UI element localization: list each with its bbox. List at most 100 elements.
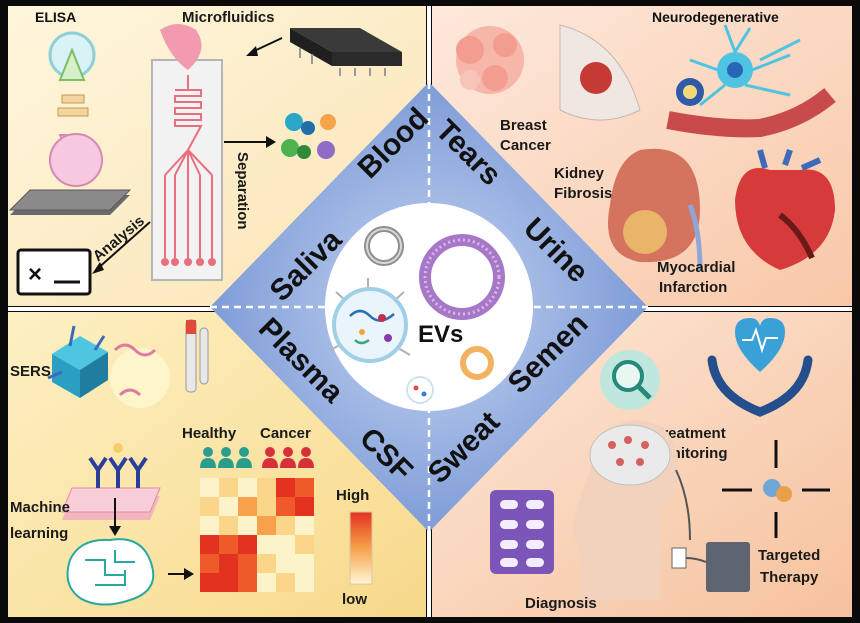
heatmap-color-scale bbox=[349, 511, 373, 585]
person-icon bbox=[283, 447, 293, 457]
heatmap-cell bbox=[295, 573, 314, 592]
person-icon bbox=[298, 458, 314, 468]
person-icon bbox=[200, 458, 216, 468]
heatmap-cell bbox=[257, 573, 276, 592]
heatmap-cell bbox=[276, 535, 295, 554]
heatmap-cell bbox=[238, 497, 257, 516]
heatmap-cell bbox=[219, 516, 238, 535]
person-icon bbox=[265, 447, 275, 457]
heatmap-cell bbox=[276, 516, 295, 535]
svg-text:×: × bbox=[28, 261, 42, 288]
elisa-illustration: ELISA bbox=[8, 9, 132, 215]
small-vesicle-orange bbox=[460, 346, 494, 380]
heatmap-cell bbox=[257, 554, 276, 573]
heatmap-cell bbox=[200, 478, 219, 497]
separated-vesicles bbox=[281, 113, 336, 159]
monitor-device-icon bbox=[671, 542, 750, 592]
healthy-label: Healthy bbox=[182, 425, 237, 442]
sers-label: SERS bbox=[10, 363, 51, 380]
breast-cancer-label-2: Cancer bbox=[500, 137, 551, 154]
person-icon bbox=[221, 447, 231, 457]
heatmap-cell bbox=[219, 497, 238, 516]
heatmap-cell bbox=[295, 478, 314, 497]
cancer-people-icons bbox=[262, 447, 314, 468]
antibody-array bbox=[61, 443, 161, 520]
magnifier-icon bbox=[600, 350, 660, 410]
heatmap-cell bbox=[238, 535, 257, 554]
microfluidic-chip bbox=[151, 24, 223, 281]
myocardial-label-2: Infarction bbox=[659, 279, 727, 296]
exosome-cargo-vesicle bbox=[329, 278, 411, 363]
heatmap-cell bbox=[219, 535, 238, 554]
targeted-label-1: Targeted bbox=[758, 547, 820, 564]
heatmap-cell bbox=[295, 554, 314, 573]
healthy-people-icons bbox=[200, 447, 252, 468]
person-icon bbox=[218, 458, 234, 468]
diagnosis-label: Diagnosis bbox=[525, 595, 597, 612]
small-vesicle-gray bbox=[364, 226, 404, 266]
ml-label-2: learning bbox=[10, 525, 68, 542]
heatmap-cell bbox=[200, 516, 219, 535]
kidney-fibrosis-label-2: Fibrosis bbox=[554, 185, 612, 202]
breast-illustration bbox=[559, 24, 641, 121]
small-cargo-vesicle bbox=[406, 376, 434, 404]
neurodegenerative-label: Neurodegenerative bbox=[652, 9, 779, 25]
person-icon bbox=[203, 447, 213, 457]
heatmap-cell bbox=[219, 478, 238, 497]
neuron-illustration bbox=[666, 24, 836, 138]
heatmap-cell bbox=[276, 573, 295, 592]
patient-head-illustration bbox=[572, 420, 691, 600]
heatmap-cell bbox=[238, 554, 257, 573]
heatmap-cell bbox=[219, 573, 238, 592]
targeted-label-2: Therapy bbox=[760, 569, 819, 586]
heatmap-cell bbox=[200, 497, 219, 516]
brain-circuit-icon bbox=[66, 538, 155, 606]
heatmap-grid bbox=[200, 478, 314, 592]
heatmap-cell bbox=[257, 497, 276, 516]
ml-label-1: Machine bbox=[10, 499, 70, 516]
treatment-label-1: Treatment bbox=[654, 425, 726, 442]
heatmap-cell bbox=[219, 554, 238, 573]
person-icon bbox=[239, 447, 249, 457]
heatmap-low-label: low bbox=[342, 591, 367, 608]
heatmap-cell bbox=[257, 478, 276, 497]
heart-illustration bbox=[735, 149, 835, 270]
pill-box-icon bbox=[490, 490, 554, 574]
breast-cancer-cells-illustration bbox=[456, 26, 524, 94]
microfluidics-label: Microfluidics bbox=[182, 9, 275, 26]
ev-center-label: EVs bbox=[418, 321, 463, 348]
kidney-fibrosis-label-1: Kidney bbox=[554, 165, 605, 182]
breast-cancer-label-1: Breast bbox=[500, 117, 547, 134]
person-icon bbox=[301, 447, 311, 457]
person-icon bbox=[280, 458, 296, 468]
heatmap-cell bbox=[276, 478, 295, 497]
heatmap-cell bbox=[238, 573, 257, 592]
target-crosshair-icon bbox=[722, 440, 830, 538]
heatmap-cell bbox=[295, 535, 314, 554]
analysis-terminal-icon: × bbox=[16, 248, 92, 296]
heatmap-high-label: High bbox=[336, 487, 369, 504]
large-vesicle-purple bbox=[419, 234, 505, 320]
heatmap-cell bbox=[200, 573, 219, 592]
sers-illustration bbox=[47, 319, 209, 408]
heatmap-cell bbox=[257, 516, 276, 535]
heatmap-cell bbox=[200, 554, 219, 573]
separation-label: Separation bbox=[234, 152, 251, 230]
heatmap-cell bbox=[276, 554, 295, 573]
heatmap-cell bbox=[238, 516, 257, 535]
heatmap-cell bbox=[238, 478, 257, 497]
array-to-ml-arrowhead bbox=[109, 526, 121, 536]
microchip-icon bbox=[290, 28, 402, 76]
myocardial-label-1: Myocardial bbox=[657, 259, 735, 276]
elisa-label: ELISA bbox=[35, 9, 76, 25]
separation-arrow bbox=[224, 136, 276, 148]
person-icon bbox=[236, 458, 252, 468]
caring-heart-icon bbox=[707, 318, 813, 417]
chip-arrow bbox=[246, 37, 283, 56]
ml-to-heatmap-arrow bbox=[168, 568, 194, 580]
person-icon bbox=[262, 458, 278, 468]
kidney-illustration bbox=[608, 148, 703, 271]
heatmap-cell bbox=[257, 535, 276, 554]
heatmap-cell bbox=[276, 497, 295, 516]
